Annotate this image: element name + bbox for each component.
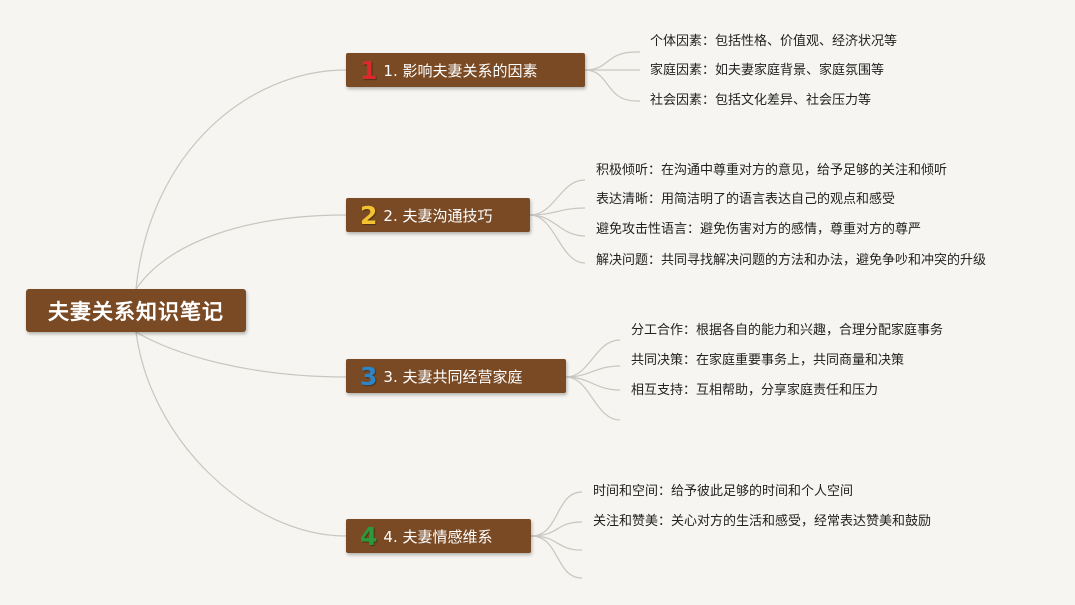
number-icon-2: 2	[360, 200, 378, 230]
root-title: 夫妻关系知识笔记	[48, 299, 224, 324]
edge-root-branch-3	[135, 331, 347, 378]
edge-b2-leaf-3	[529, 214, 586, 237]
number-icon-4: 4	[360, 521, 378, 551]
leaf-2-3[interactable]: 避免攻击性语言：避免伤害对方的感情，尊重对方的尊严	[596, 222, 922, 237]
branch-1-label: 1. 影响夫妻关系的因素	[383, 61, 538, 80]
leaf-1-1[interactable]: 个体因素：包括性格、价值观、经济状况等	[650, 34, 898, 49]
root-topic[interactable]: 夫妻关系知识笔记	[26, 289, 246, 332]
edge-b4-leaf-2	[530, 521, 583, 537]
leaf-3-2[interactable]: 共同决策：在家庭重要事务上，共同商量和决策	[631, 353, 905, 368]
leaf-2-2[interactable]: 表达清晰：用简洁明了的语言表达自己的观点和感受	[596, 192, 896, 207]
branch-4[interactable]: 4 4. 夫妻情感维系	[346, 519, 531, 553]
edge-root-branch-2	[135, 214, 347, 290]
leaf-2-4[interactable]: 解决问题：共同寻找解决问题的方法和办法，避免争吵和冲突的升级	[596, 253, 987, 268]
leaf-2-1[interactable]: 积极倾听：在沟通中尊重对方的意见，给予足够的关注和倾听	[596, 163, 948, 178]
leaf-1-2[interactable]: 家庭因素：如夫妻家庭背景、家庭氛围等	[650, 63, 885, 78]
edge-root-branch-4	[135, 331, 347, 537]
edge-b2-leaf-4	[529, 214, 586, 264]
branch-4-label: 4. 夫妻情感维系	[383, 527, 493, 546]
branch-3-label: 3. 夫妻共同经营家庭	[383, 367, 523, 386]
number-icon-3: 3	[360, 361, 378, 391]
leaf-4-1[interactable]: 时间和空间：给予彼此足够的时间和个人空间	[593, 484, 854, 499]
branch-2[interactable]: 2 2. 夫妻沟通技巧	[346, 198, 530, 232]
edge-root-branch-1	[135, 69, 347, 290]
edge-b2-leaf-1	[529, 179, 586, 216]
leaf-3-1[interactable]: 分工合作：根据各自的能力和兴趣，合理分配家庭事务	[631, 323, 944, 338]
edge-b4-leaf-3	[530, 535, 583, 551]
edge-b3-leaf-4	[565, 376, 621, 421]
edge-b1-leaf-1	[584, 51, 640, 71]
leaf-4-2[interactable]: 关注和赞美：关心对方的生活和感受，经常表达赞美和鼓励	[593, 514, 932, 529]
edge-b4-leaf-4	[530, 535, 583, 579]
edge-b1-leaf-3	[584, 69, 640, 102]
number-icon-1: 1	[360, 55, 378, 85]
leaf-3-3[interactable]: 相互支持：互相帮助，分享家庭责任和压力	[631, 383, 879, 398]
leaf-1-3[interactable]: 社会因素：包括文化差异、社会压力等	[650, 93, 872, 108]
edge-b4-leaf-1	[530, 491, 583, 537]
branch-2-label: 2. 夫妻沟通技巧	[383, 206, 493, 225]
branch-3[interactable]: 3 3. 夫妻共同经营家庭	[346, 359, 566, 393]
edge-b3-leaf-1	[565, 339, 621, 378]
branch-1[interactable]: 1 1. 影响夫妻关系的因素	[346, 53, 585, 87]
